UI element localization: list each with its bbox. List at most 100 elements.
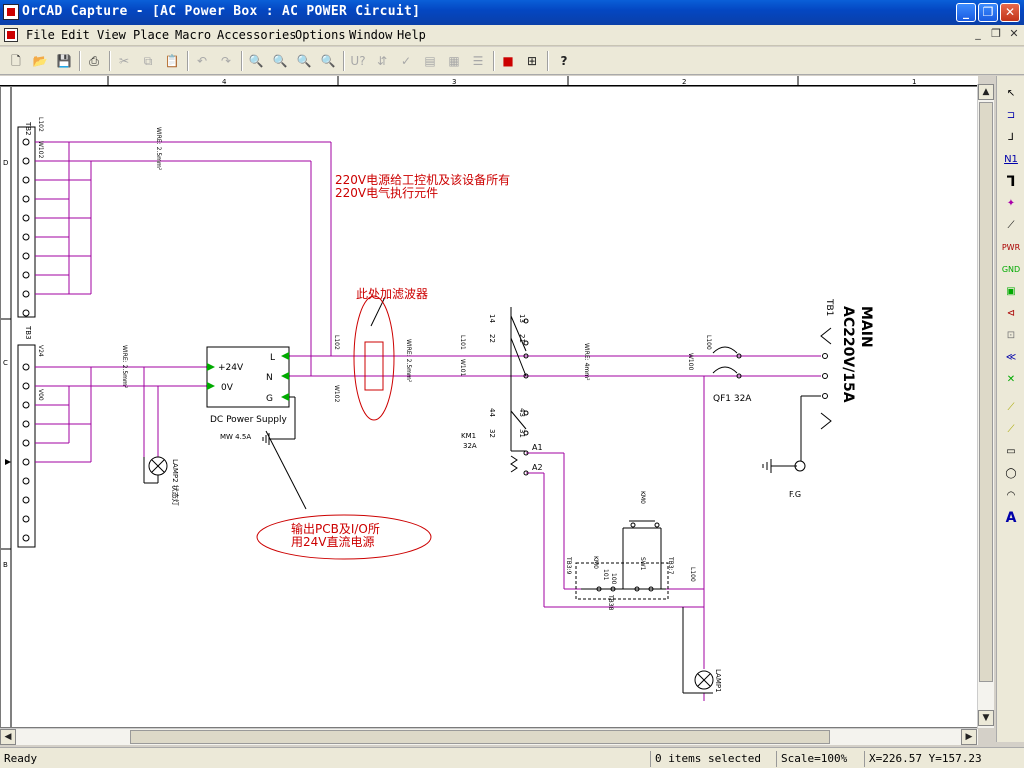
horizontal-scrollbar[interactable]: ◀ ▶ — [0, 728, 978, 745]
place-bus-icon[interactable]: ᒣ — [1006, 174, 1016, 190]
terminal-pin — [22, 233, 30, 241]
km1-a1: A1 — [532, 443, 543, 452]
toolbar-separator — [547, 51, 549, 71]
document-icon[interactable] — [4, 28, 18, 42]
lamp2[interactable] — [143, 456, 168, 484]
ruler-row-d: D — [3, 159, 8, 167]
zoom-out-icon[interactable]: 🔍 — [272, 54, 288, 68]
terminal-pin — [22, 195, 30, 203]
crossref-icon[interactable]: ▦ — [448, 54, 460, 68]
place-net-alias-icon[interactable]: N1 — [1004, 154, 1018, 165]
draw-rectangle-icon[interactable]: ▭ — [1006, 446, 1016, 457]
zoom-area-icon[interactable]: 🔍 — [296, 54, 312, 68]
mdi-minimize-button[interactable]: _ — [975, 27, 981, 40]
back-annotate-icon[interactable]: ⇵ — [376, 54, 388, 68]
redo-icon[interactable]: ↷ — [220, 54, 232, 68]
copy-icon[interactable]: ⧉ — [143, 54, 153, 68]
minimize-button[interactable]: _ — [956, 3, 976, 22]
place-pin-icon[interactable]: ⊡ — [1006, 330, 1016, 341]
status-selection: 0 items selected — [650, 751, 775, 767]
zoom-in-icon[interactable]: 🔍 — [248, 54, 264, 68]
draw-arc-icon[interactable]: ◠ — [1006, 490, 1016, 501]
place-junction-icon[interactable]: ✦ — [1006, 198, 1016, 209]
toolbar-separator — [241, 51, 243, 71]
orcad-app-icon[interactable] — [3, 4, 19, 20]
tb1-label: TB1 — [824, 298, 834, 316]
dc-supply-name: DC Power Supply — [210, 415, 287, 425]
off-page-connector-icon[interactable]: ≪ — [1005, 352, 1017, 363]
help-icon[interactable]: ? — [560, 54, 568, 68]
draw-polyline-icon[interactable]: ⟋ — [1007, 424, 1015, 435]
pin-l: L — [270, 353, 275, 363]
menu-edit[interactable]: Edit — [61, 28, 90, 42]
zoom-all-icon[interactable]: 🔍 — [320, 54, 336, 68]
ruler-row-c: C — [3, 359, 8, 367]
scroll-right-button[interactable]: ▶ — [961, 729, 977, 745]
horizontal-scroll-thumb[interactable] — [130, 730, 830, 744]
menu-window[interactable]: Window — [349, 28, 393, 42]
scroll-down-button[interactable]: ▼ — [978, 710, 994, 726]
menu-view[interactable]: View — [97, 28, 126, 42]
toolbar-separator — [187, 51, 189, 71]
draw-line-icon[interactable]: ⟋ — [1007, 402, 1015, 413]
drc-icon[interactable]: ✓ — [400, 54, 412, 68]
vertical-scroll-thumb[interactable] — [979, 102, 993, 682]
pin-0v: 0V — [221, 383, 234, 393]
bom-icon[interactable]: ☰ — [472, 54, 484, 68]
lamp1[interactable] — [682, 607, 714, 694]
menu-place[interactable]: Place — [133, 28, 170, 42]
terminal-pin — [22, 439, 30, 447]
new-icon[interactable]: 🗋 — [11, 54, 21, 68]
terminal-block-tb2[interactable]: TB2 — [17, 121, 36, 318]
place-bus-entry-icon[interactable]: ⟋ — [1007, 220, 1015, 231]
menu-help[interactable]: Help — [397, 28, 426, 42]
svg-text:KM0: KM0 — [592, 556, 599, 569]
place-hierarchical-block-icon[interactable]: ▣ — [1006, 286, 1016, 297]
close-button[interactable]: ✕ — [1000, 3, 1020, 22]
terminal-block-tb1[interactable] — [794, 327, 832, 472]
dc-power-supply[interactable]: +24V 0V L N G DC Power Supply MW 4.5A — [206, 346, 290, 441]
place-ground-icon[interactable]: GND — [1001, 265, 1021, 274]
project-manager-icon[interactable]: ⊞ — [526, 54, 538, 68]
filter-component[interactable] — [353, 295, 395, 421]
select-tool-icon[interactable]: ↖ — [1006, 88, 1016, 99]
open-icon[interactable]: 📂 — [32, 54, 48, 68]
no-connect-icon[interactable]: ✕ — [1006, 374, 1016, 385]
fg-label: F.G — [789, 490, 801, 499]
cut-icon[interactable]: ✂ — [118, 54, 130, 68]
main-label: MAIN — [858, 306, 874, 348]
menu-macro[interactable]: Macro — [175, 28, 212, 42]
place-text-icon[interactable]: A — [1005, 510, 1017, 526]
vertical-scrollbar[interactable]: ▲ ▼ — [977, 84, 994, 728]
mdi-close-button[interactable]: ✕ — [1009, 27, 1019, 40]
terminal-pin — [22, 363, 30, 371]
annotate-icon[interactable]: U? — [350, 54, 366, 68]
menu-file[interactable]: File — [26, 28, 55, 42]
undo-icon[interactable]: ↶ — [196, 54, 208, 68]
draw-palette: ↖ ⊐ ⅃ N1 ᒣ ✦ ⟋ PWR GND ▣ ⊲ ⊡ ≪ ✕ ⟋ ⟋ ▭ ◯… — [996, 76, 1024, 742]
terminal-block-tb3[interactable]: TB3 — [17, 325, 36, 548]
save-icon[interactable]: 💾 — [56, 54, 72, 68]
breaker-qf1[interactable] — [712, 346, 742, 379]
mdi-restore-button[interactable]: ❐ — [991, 27, 1001, 40]
contactor-km1[interactable] — [510, 315, 529, 476]
control-switches[interactable] — [575, 520, 669, 600]
place-wire-icon[interactable]: ⅃ — [1008, 132, 1014, 143]
netlist-icon[interactable]: ▤ — [424, 54, 436, 68]
wire-label-w102-tb2: W102 — [37, 141, 44, 159]
place-port-icon[interactable]: ⊲ — [1006, 308, 1016, 319]
snap-grid-icon[interactable]: ■ — [502, 54, 514, 68]
menu-options[interactable]: Options — [295, 28, 346, 42]
print-icon[interactable]: ⎙ — [89, 54, 99, 68]
place-part-icon[interactable]: ⊐ — [1006, 110, 1016, 121]
menu-accessories[interactable]: Accessories — [217, 28, 297, 42]
schematic-canvas[interactable]: D C B TB2 TB3 — [0, 86, 978, 728]
toolbar-separator — [79, 51, 81, 71]
restore-button[interactable]: ❐ — [978, 3, 998, 22]
schematic-drawing[interactable]: D C B TB2 TB3 — [1, 87, 978, 728]
paste-icon[interactable]: 📋 — [164, 54, 180, 68]
place-power-icon[interactable]: PWR — [1001, 243, 1021, 252]
draw-ellipse-icon[interactable]: ◯ — [1005, 468, 1017, 479]
scroll-left-button[interactable]: ◀ — [0, 729, 16, 745]
scroll-up-button[interactable]: ▲ — [978, 84, 994, 100]
